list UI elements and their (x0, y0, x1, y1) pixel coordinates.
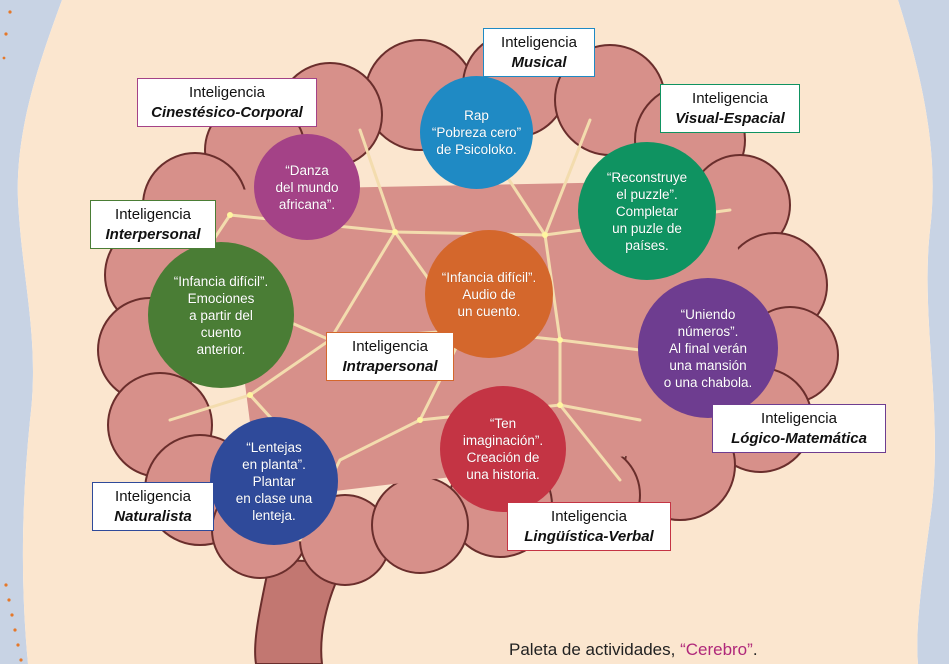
label-name: Lingüística-Verbal (524, 528, 654, 545)
caption-highlight: “Cerebro” (680, 640, 753, 659)
activity-circle-musical: Rap “Pobreza cero” de Psicoloko. (420, 76, 533, 189)
decorative-dots (2, 10, 23, 662)
label-kind: Inteligencia (551, 508, 627, 525)
activity-text-naturalista: “Lentejas en planta”. Plantar en clase u… (235, 439, 313, 523)
activity-text-musical: Rap “Pobreza cero” de Psicoloko. (431, 108, 522, 157)
label-name: Naturalista (114, 508, 192, 525)
activity-circle-linguistica: “Ten imaginación”. Creación de una histo… (440, 386, 566, 512)
activity-text-visual: “Reconstruye el puzzle”. Completar un pu… (606, 169, 688, 253)
figure-caption: Paleta de actividades, “Cerebro”. (509, 640, 758, 660)
label-kind: Inteligencia (352, 338, 428, 355)
activity-text-logico: “Uniendo números”. Al final verán una ma… (663, 306, 753, 390)
label-kind: Inteligencia (692, 90, 768, 107)
label-name: Musical (511, 54, 567, 71)
activity-text-cinestesico: “Danza del mundo africana”. (275, 162, 339, 212)
activity-circle-interpersonal: “Infancia difícil”. Emociones a partir d… (148, 242, 294, 388)
label-intrapersonal: Inteligencia Intrapersonal (326, 332, 454, 381)
label-kind: Inteligencia (115, 488, 191, 505)
caption-text: Paleta de actividades, (509, 640, 681, 659)
label-musical: Inteligencia Musical (483, 28, 595, 77)
label-linguistica: Inteligencia Lingüística-Verbal (507, 502, 671, 551)
activity-circle-visual: “Reconstruye el puzzle”. Completar un pu… (578, 142, 716, 280)
label-cinestesico: Inteligencia Cinestésico-Corporal (137, 78, 317, 127)
label-name: Intrapersonal (342, 358, 438, 375)
label-logico: Inteligencia Lógico-Matemática (712, 404, 886, 453)
activity-text-interpersonal: “Infancia difícil”. Emociones a partir d… (173, 273, 269, 357)
label-name: Cinestésico-Corporal (151, 104, 303, 121)
right-side-panel (898, 0, 949, 664)
caption-end: . (752, 640, 758, 659)
activity-text-linguistica: “Ten imaginación”. Creación de una histo… (462, 416, 544, 482)
label-kind: Inteligencia (189, 84, 265, 101)
left-side-panel (0, 0, 62, 664)
activity-text-intrapersonal: “Infancia difícil”. Audio de un cuento. (441, 269, 537, 319)
label-kind: Inteligencia (115, 206, 191, 223)
label-kind: Inteligencia (761, 410, 837, 427)
label-interpersonal: Inteligencia Interpersonal (90, 200, 216, 249)
label-visual: Inteligencia Visual-Espacial (660, 84, 800, 133)
label-kind: Inteligencia (501, 34, 577, 51)
activity-circle-cinestesico: “Danza del mundo africana”. (254, 134, 360, 240)
label-name: Interpersonal (105, 226, 201, 243)
label-naturalista: Inteligencia Naturalista (92, 482, 214, 531)
activity-circle-naturalista: “Lentejas en planta”. Plantar en clase u… (210, 417, 338, 545)
label-name: Lógico-Matemática (731, 430, 867, 447)
activity-circle-logico: “Uniendo números”. Al final verán una ma… (638, 278, 778, 418)
label-name: Visual-Espacial (675, 110, 785, 127)
